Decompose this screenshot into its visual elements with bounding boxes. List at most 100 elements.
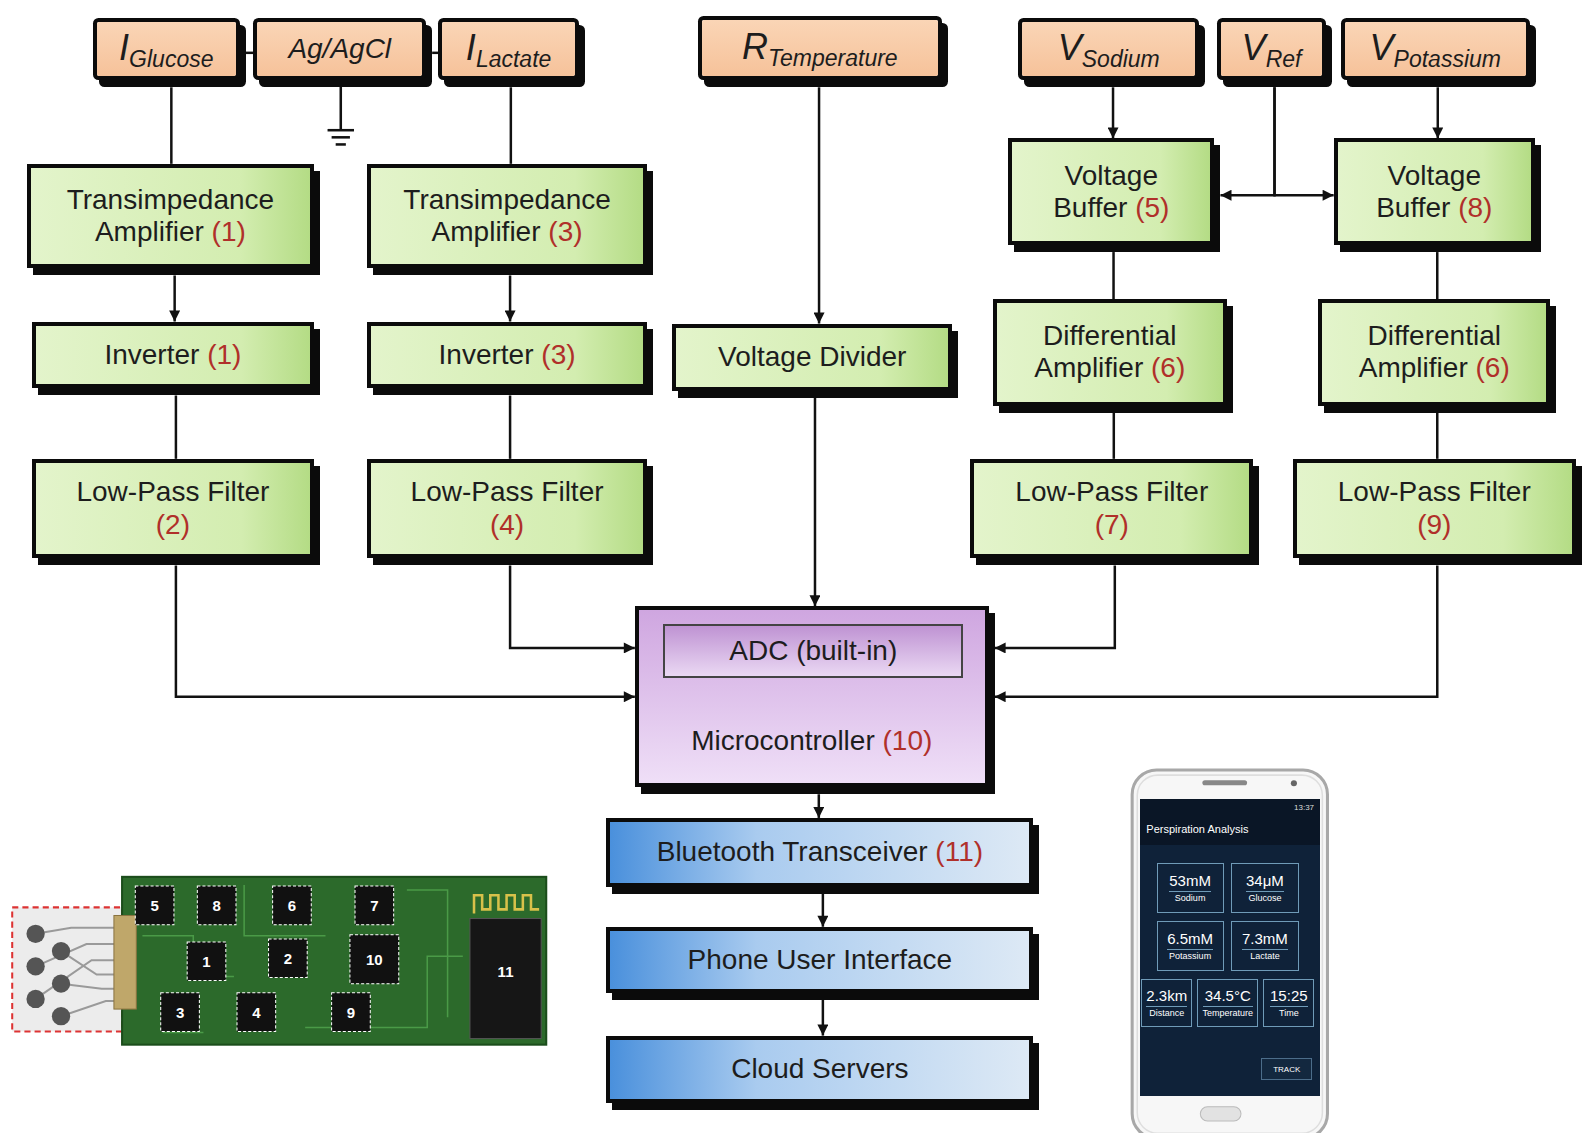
text-block: IGlucose	[119, 27, 213, 72]
circuit-block: Inverter(1)	[36, 326, 311, 385]
pcb-board	[332, 993, 371, 1032]
pcb-board	[350, 935, 399, 984]
sensor-patch	[12, 907, 122, 1031]
signal-connector	[818, 87, 821, 323]
node-text: Glucose	[1246, 891, 1284, 903]
node-text: Cloud Servers	[731, 1053, 908, 1084]
node-text: (6)	[1468, 352, 1510, 383]
text-block: ILactate	[466, 27, 551, 72]
sensor-patch	[26, 990, 44, 1008]
pcb-board	[187, 942, 226, 981]
pcb-board	[197, 886, 236, 925]
ground-symbol	[328, 76, 354, 144]
node-text: (5)	[1127, 192, 1169, 223]
node-text: Glucose	[129, 46, 213, 72]
sensor-patch	[36, 960, 116, 999]
callout-number: 1	[202, 953, 210, 970]
pcb-board	[237, 993, 276, 1032]
signal-connector	[176, 565, 635, 696]
text-block: Low-Pass Filter(9)	[1327, 476, 1542, 540]
sensor-patch	[36, 944, 116, 966]
phone-body	[1200, 1107, 1241, 1121]
signal-connector	[814, 398, 817, 607]
phone-body	[1132, 770, 1327, 1133]
pcb-board	[407, 890, 448, 1017]
node-text: Voltage Divider	[718, 341, 906, 372]
node-text: Potassium	[1167, 949, 1213, 961]
pcb-board	[122, 877, 546, 1045]
phone-body	[1132, 770, 1327, 1133]
signal-connector	[510, 565, 635, 648]
readout-tile: 6.5mMPotassium	[1157, 921, 1224, 972]
sensor-signal-box: ILactate	[442, 22, 574, 76]
callout-number: 8	[212, 897, 220, 914]
node-text: (10)	[875, 725, 933, 756]
phone-body	[1291, 780, 1297, 786]
text-block: ADC (built-in)	[729, 635, 897, 667]
text-block: Voltage Divider	[718, 341, 906, 373]
pcb-board	[273, 886, 312, 925]
callout-number: 5	[150, 897, 158, 914]
node-text: (1)	[199, 339, 241, 370]
text-block: 7.3mMLactate	[1242, 930, 1288, 962]
node-text: Potassium	[1394, 46, 1501, 72]
node-text: 34.5°C	[1203, 987, 1254, 1004]
pcb-board	[114, 915, 136, 1009]
signal-connector	[173, 275, 176, 321]
node-text: (1)	[204, 216, 246, 247]
pcb-board	[135, 886, 398, 1031]
signal-connector	[995, 565, 1115, 648]
node-text: Phone User Interface	[688, 944, 953, 975]
signal-connector	[1112, 252, 1115, 299]
signal-connector	[818, 794, 821, 818]
sensor-signal-box: IGlucose	[97, 22, 236, 76]
text-block: Microcontroller(10)	[691, 725, 932, 757]
node-text: Inverter	[104, 339, 199, 370]
circuit-block: Transimpedance Amplifier(1)	[31, 168, 311, 265]
node-text: Low-Pass Filter	[76, 476, 269, 507]
circuit-block: Voltage Buffer(5)	[1012, 142, 1210, 241]
signal-connector	[1112, 87, 1115, 138]
text-block: Bluetooth Transceiver(11)	[657, 836, 983, 868]
callout-number: 9	[347, 1004, 355, 1021]
signal-connector	[822, 1000, 825, 1036]
text-block: Transimpedance Amplifier(1)	[41, 184, 301, 248]
circuit-block: Differential Amplifier(6)	[1322, 303, 1546, 402]
signal-connector	[510, 87, 513, 164]
text-block: Ag/AgCl	[288, 33, 391, 65]
callout-number: 4	[252, 1004, 260, 1021]
node-text: I	[466, 27, 476, 68]
signal-connector	[1436, 413, 1439, 459]
text-block: 15:25Time	[1270, 987, 1308, 1019]
signal-connector	[1437, 87, 1440, 138]
signal-connector	[1436, 252, 1439, 299]
text-block: Inverter(3)	[439, 339, 576, 371]
readout-tile: 34μMGlucose	[1231, 863, 1299, 914]
text-block: Low-Pass Filter(4)	[401, 476, 613, 540]
node-text: Lactate	[1242, 949, 1288, 961]
ground-symbol	[339, 76, 342, 130]
circuit-block: Transimpedance Amplifier(3)	[371, 168, 643, 265]
system-box: Bluetooth Transceiver(11)	[610, 822, 1029, 883]
text-block: Voltage Buffer(5)	[1032, 160, 1190, 224]
text-block: Low-Pass Filter(2)	[66, 476, 281, 540]
text-block: VRef	[1242, 27, 1302, 72]
text-block: TRACK	[1273, 1065, 1300, 1074]
node-text: Temperature	[768, 45, 898, 71]
text-block: Inverter(1)	[104, 339, 241, 371]
node-text: (11)	[928, 836, 984, 867]
sensor-patch	[12, 907, 122, 1031]
text-block: Transimpedance Amplifier(3)	[381, 184, 633, 248]
pcb-board	[470, 919, 541, 1039]
text-block: VSodium	[1058, 27, 1160, 72]
pcb-board	[114, 877, 546, 1045]
readout-tile: 34.5°CTemperature	[1197, 979, 1258, 1028]
sensor-signal-box: VRef	[1221, 22, 1323, 76]
node-text: TRACK	[1273, 1065, 1300, 1074]
node-text: 15:25	[1270, 987, 1308, 1004]
phone-screen: Perspiration Analysis53mMSodium34μMGluco…	[1140, 799, 1320, 1096]
pcb-board	[269, 939, 308, 978]
pcb-board	[161, 993, 200, 1032]
readout-tile: 7.3mMLactate	[1231, 921, 1299, 972]
